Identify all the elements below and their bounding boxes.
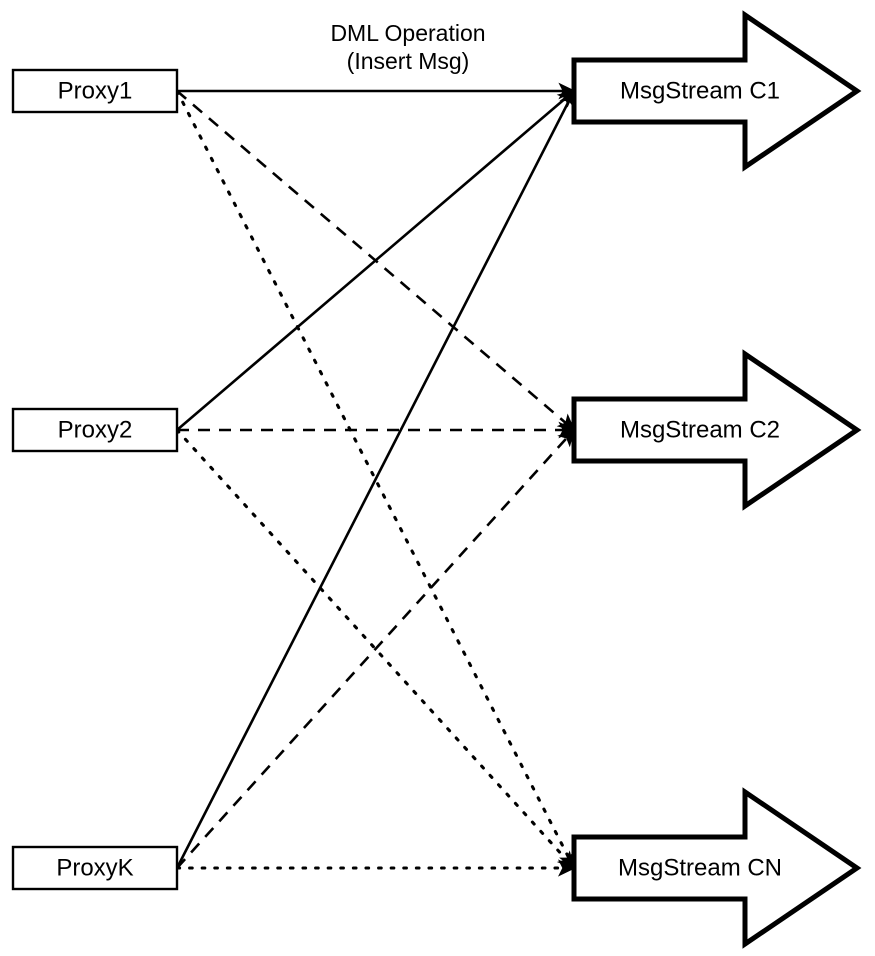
proxy-box	[11, 68, 179, 114]
proxy-box	[11, 407, 179, 453]
stream-label: MsgStream C1	[620, 77, 780, 104]
proxy-box	[11, 845, 179, 891]
edge-annotation-line1: DML Operation	[330, 20, 485, 46]
proxy-label: Proxy1	[58, 77, 133, 104]
stream-node-msgstream-c1[interactable]: MsgStream C1	[571, 10, 862, 172]
edge-annotation-line2: (Insert Msg)	[347, 48, 470, 74]
streams-layer: MsgStream C1 MsgStream C2 MsgStream CN	[571, 10, 862, 949]
connection-proxy2-to-cn	[175, 428, 576, 870]
stream-arrow-shape	[571, 10, 862, 172]
proxy-label: ProxyK	[56, 854, 133, 881]
proxy-node-proxy1[interactable]: Proxy1	[11, 68, 179, 114]
annotations-layer: DML Operation(Insert Msg)	[330, 20, 485, 74]
connection-proxy2-to-c1	[176, 89, 576, 431]
proxy-label: Proxy2	[58, 416, 133, 443]
stream-arrow-shape	[571, 787, 862, 949]
stream-label: MsgStream CN	[618, 854, 782, 881]
connections-layer	[175, 82, 576, 877]
stream-node-msgstream-c2[interactable]: MsgStream C2	[571, 349, 862, 511]
proxy-node-proxyk[interactable]: ProxyK	[11, 845, 179, 891]
stream-label: MsgStream C2	[620, 416, 780, 443]
connection-proxyk-to-c2	[176, 428, 576, 869]
edge-annotation-dml-op: DML Operation(Insert Msg)	[330, 20, 485, 74]
stream-arrow-shape	[571, 349, 862, 511]
connection-proxyk-to-c1	[175, 89, 576, 869]
proxy-node-proxy2[interactable]: Proxy2	[11, 407, 179, 453]
stream-node-msgstream-cn[interactable]: MsgStream CN	[571, 787, 862, 949]
